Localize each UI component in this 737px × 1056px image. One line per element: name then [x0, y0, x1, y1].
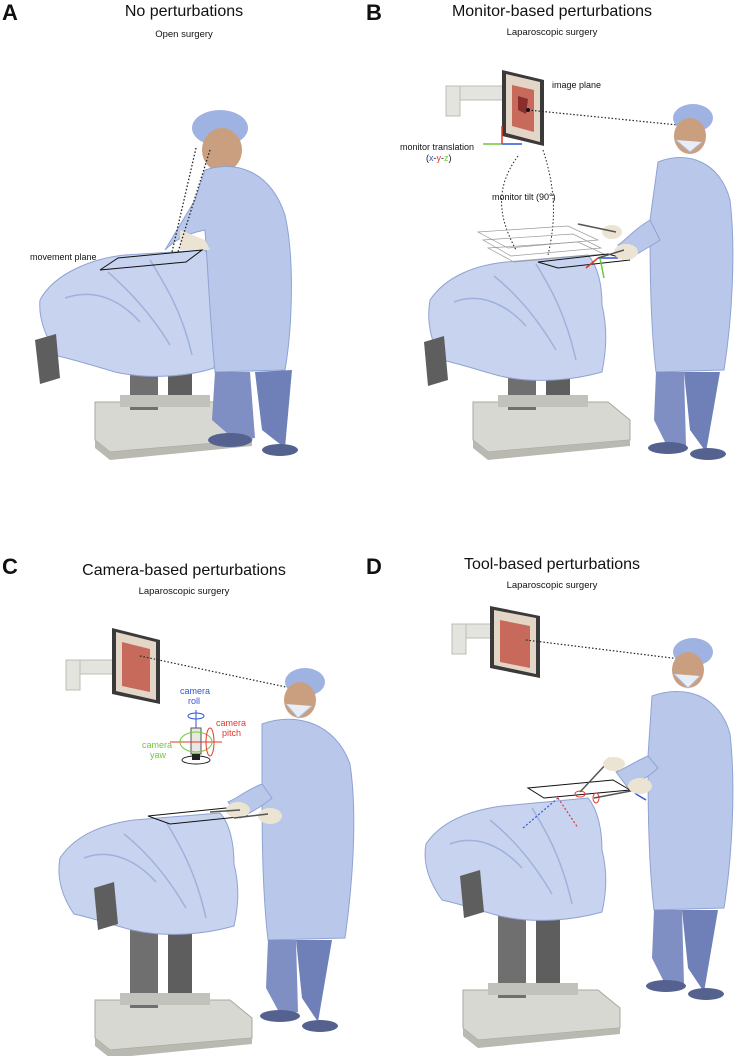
open-surgery-illustration: [0, 0, 368, 528]
monitor: [66, 628, 160, 704]
camera-yaw-label-1: camera: [142, 740, 172, 750]
xyz-label: (x-y-z): [426, 153, 452, 163]
panel-b: B Monitor-based perturbations Laparoscop…: [368, 0, 736, 528]
panel-d: D Tool-based perturbations Laparoscopic …: [368, 528, 736, 1056]
camera-roll-label-2: roll: [188, 696, 200, 706]
movement-plane-label: movement plane: [30, 252, 97, 262]
tool-perturbation-illustration: [368, 528, 736, 1056]
camera-yaw-label-2: yaw: [150, 750, 166, 760]
image-plane-label: image plane: [552, 80, 601, 90]
monitor: [452, 606, 540, 678]
camera-roll-label-1: camera: [180, 686, 210, 696]
monitor-tilt-label: monitor tilt (90°): [492, 192, 556, 202]
camera-gimbal: [170, 710, 222, 764]
panel-c: C Camera-based perturbations Laparoscopi…: [0, 528, 368, 1056]
camera-pitch-label-2: pitch: [222, 728, 241, 738]
monitor-translation-label: monitor translation: [400, 142, 474, 152]
camera-perturbation-illustration: [0, 528, 368, 1056]
z-axis-letter: z: [444, 153, 449, 163]
monitor: [446, 70, 544, 146]
camera-pitch-label-1: camera: [216, 718, 246, 728]
panel-a: A No perturbations Open surgery movement…: [0, 0, 368, 528]
